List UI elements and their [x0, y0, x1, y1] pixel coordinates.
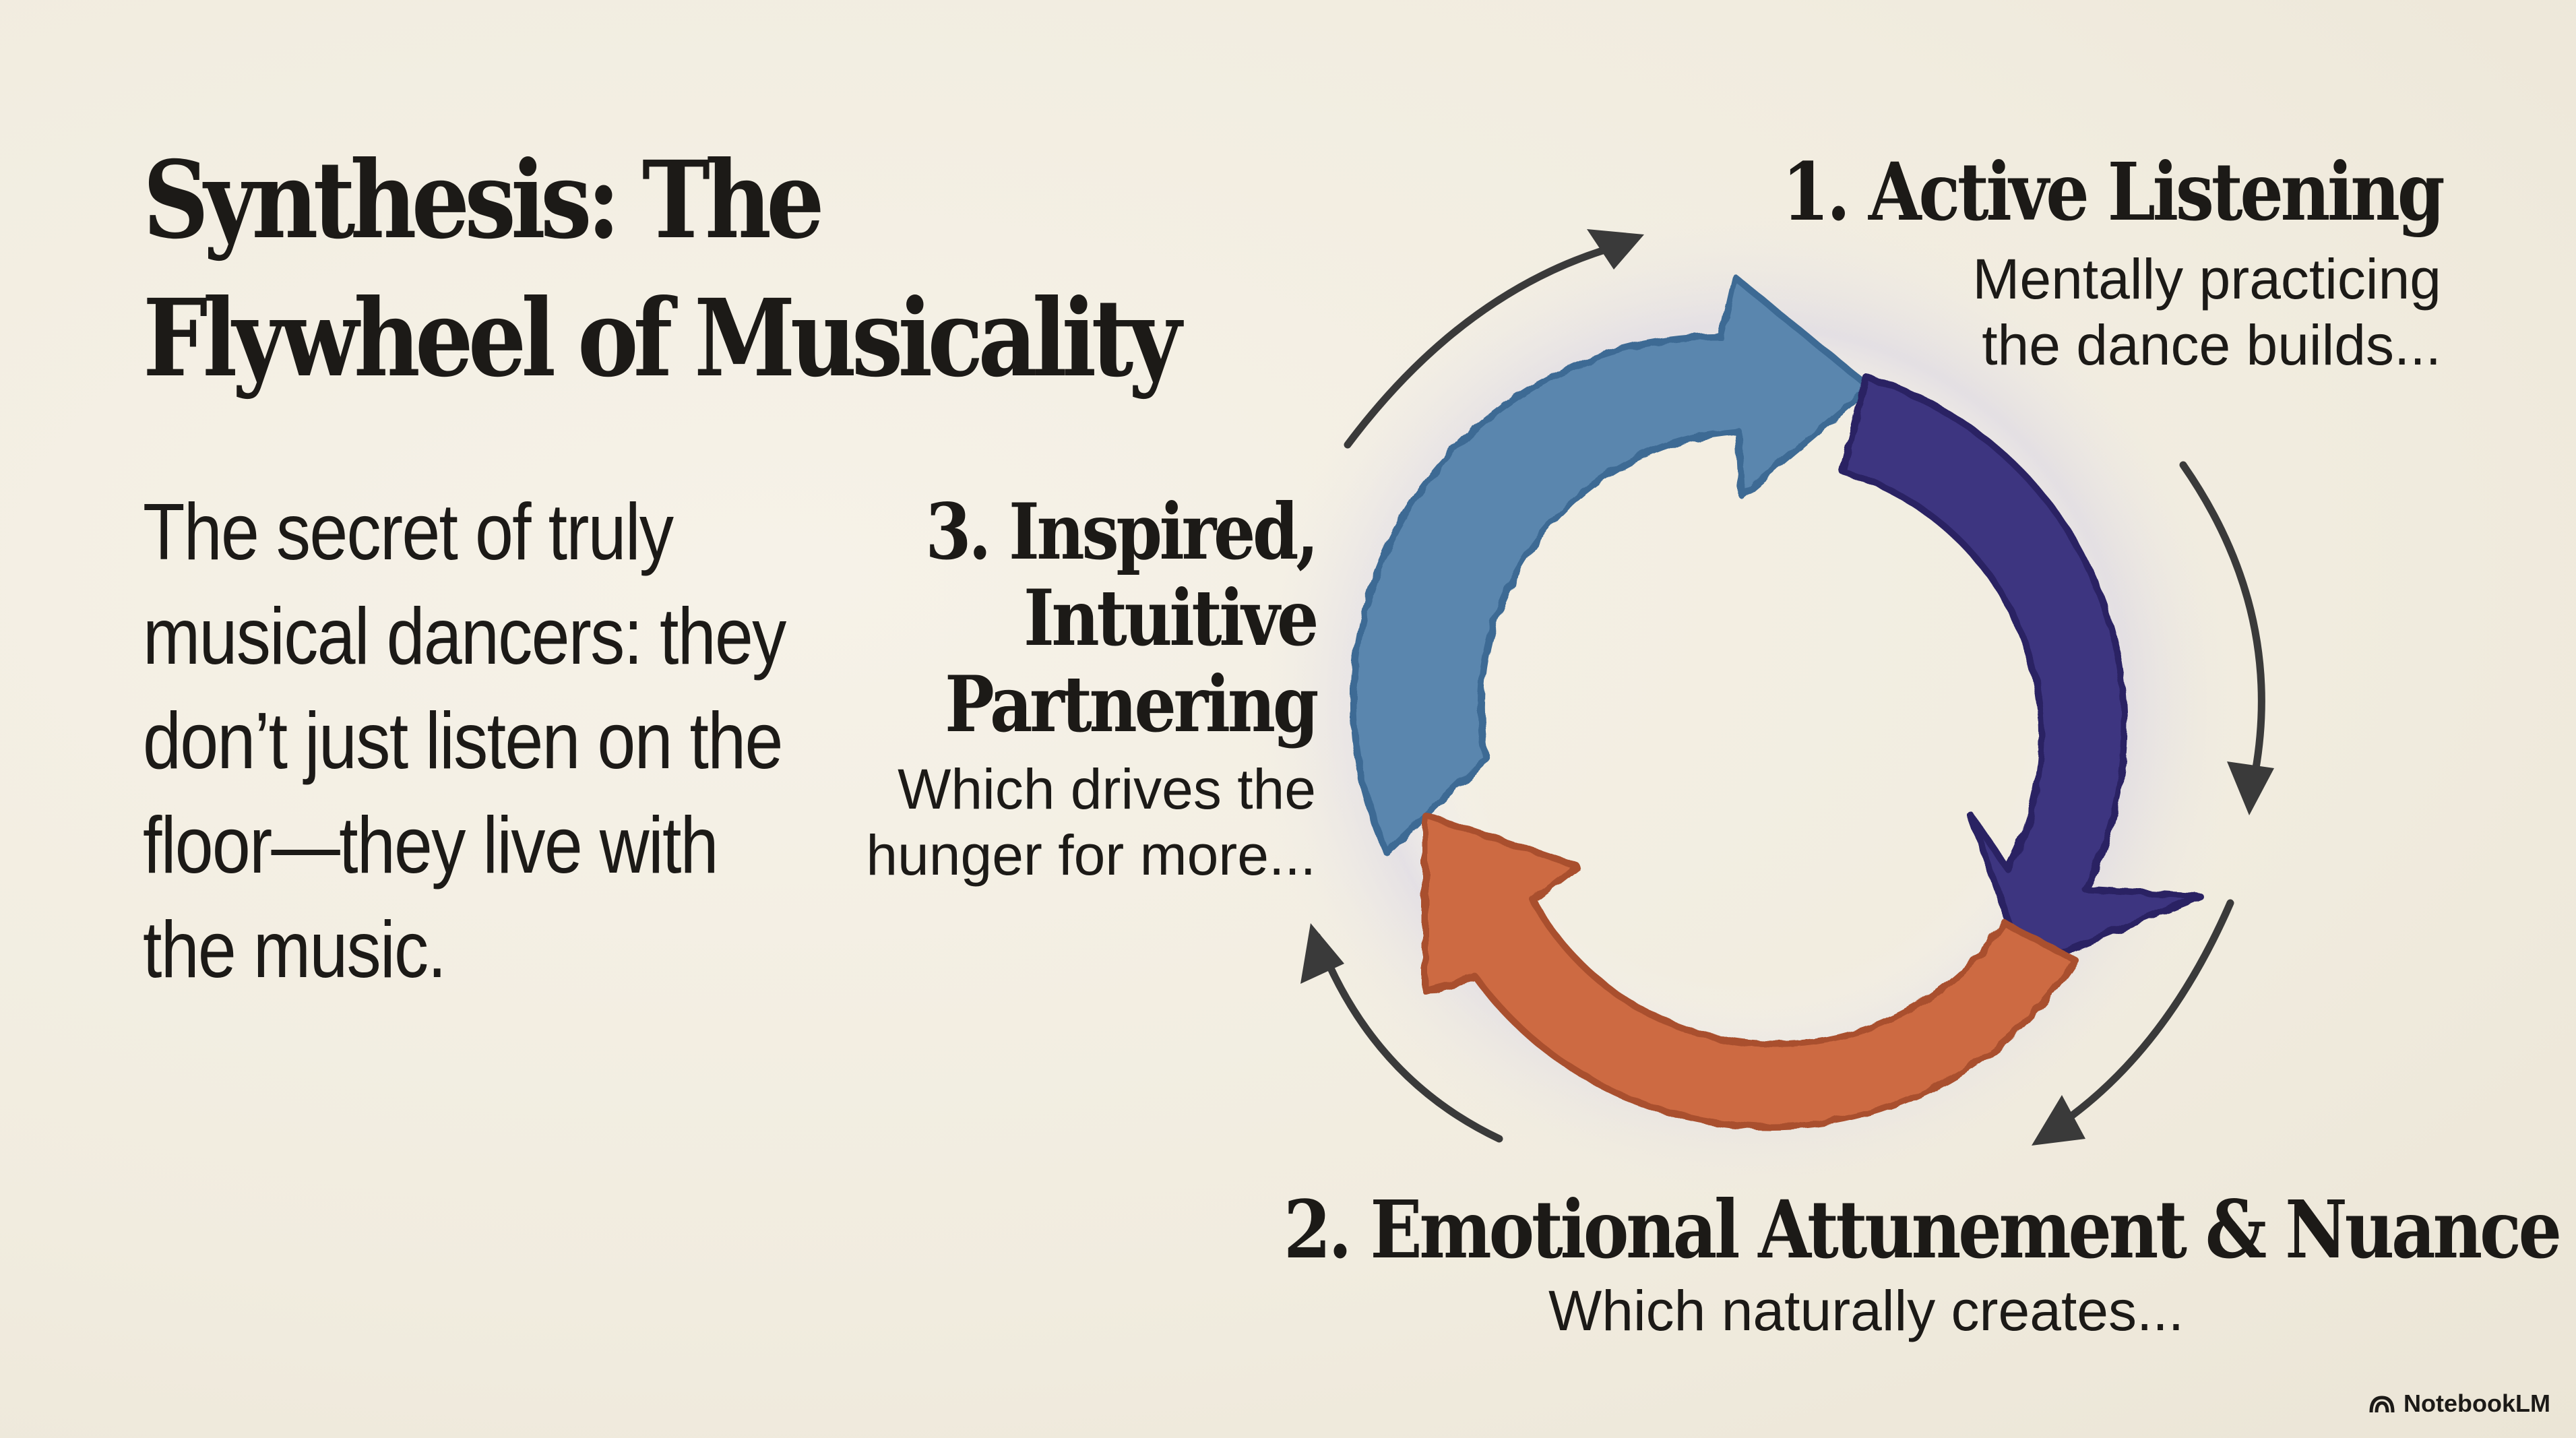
slide-subtitle: The secret of truly musical dancers: the…: [143, 487, 786, 995]
outer-arrowhead-bottom-right: [2032, 1095, 2085, 1146]
orange-cycle-arrow: [1422, 812, 2079, 1130]
outer-arrowhead-bottom-left: [1300, 923, 1344, 984]
notebooklm-watermark: NotebookLM: [2368, 1389, 2550, 1418]
outer-arrow-heads: [1300, 229, 2274, 1146]
outer-arrow-top: [1344, 239, 1635, 449]
step-3-heading: 3. Inspired, Intuitive Partnering: [925, 487, 1319, 749]
blue-cycle-arrow: [1350, 274, 1873, 856]
step-1-heading: 1. Active Listening: [1782, 145, 2445, 239]
outer-arrow-bottom-left: [1313, 933, 1503, 1143]
outer-arrow-bottom-right: [2044, 899, 2234, 1136]
step-2-heading: 2. Emotional Attunement & Nuance: [1284, 1183, 2562, 1276]
watermark-label: NotebookLM: [2404, 1389, 2550, 1417]
step-3-description: Which drives the hunger for more...: [866, 757, 1316, 887]
outer-arrowhead-top: [1587, 229, 1644, 270]
step-2-description: Which naturally creates...: [1548, 1279, 2185, 1342]
purple-cycle-arrow: [1840, 374, 2203, 970]
outer-arrows: [1313, 239, 2265, 1143]
slide-title: Synthesis: The Flywheel of Musicality: [143, 138, 1182, 401]
step-1-description: Mentally practicing the dance builds...: [1972, 247, 2441, 377]
outer-arrowhead-right: [2227, 761, 2274, 815]
outer-arrow-right: [2179, 461, 2265, 799]
notebooklm-logo-icon: [2369, 1396, 2395, 1413]
